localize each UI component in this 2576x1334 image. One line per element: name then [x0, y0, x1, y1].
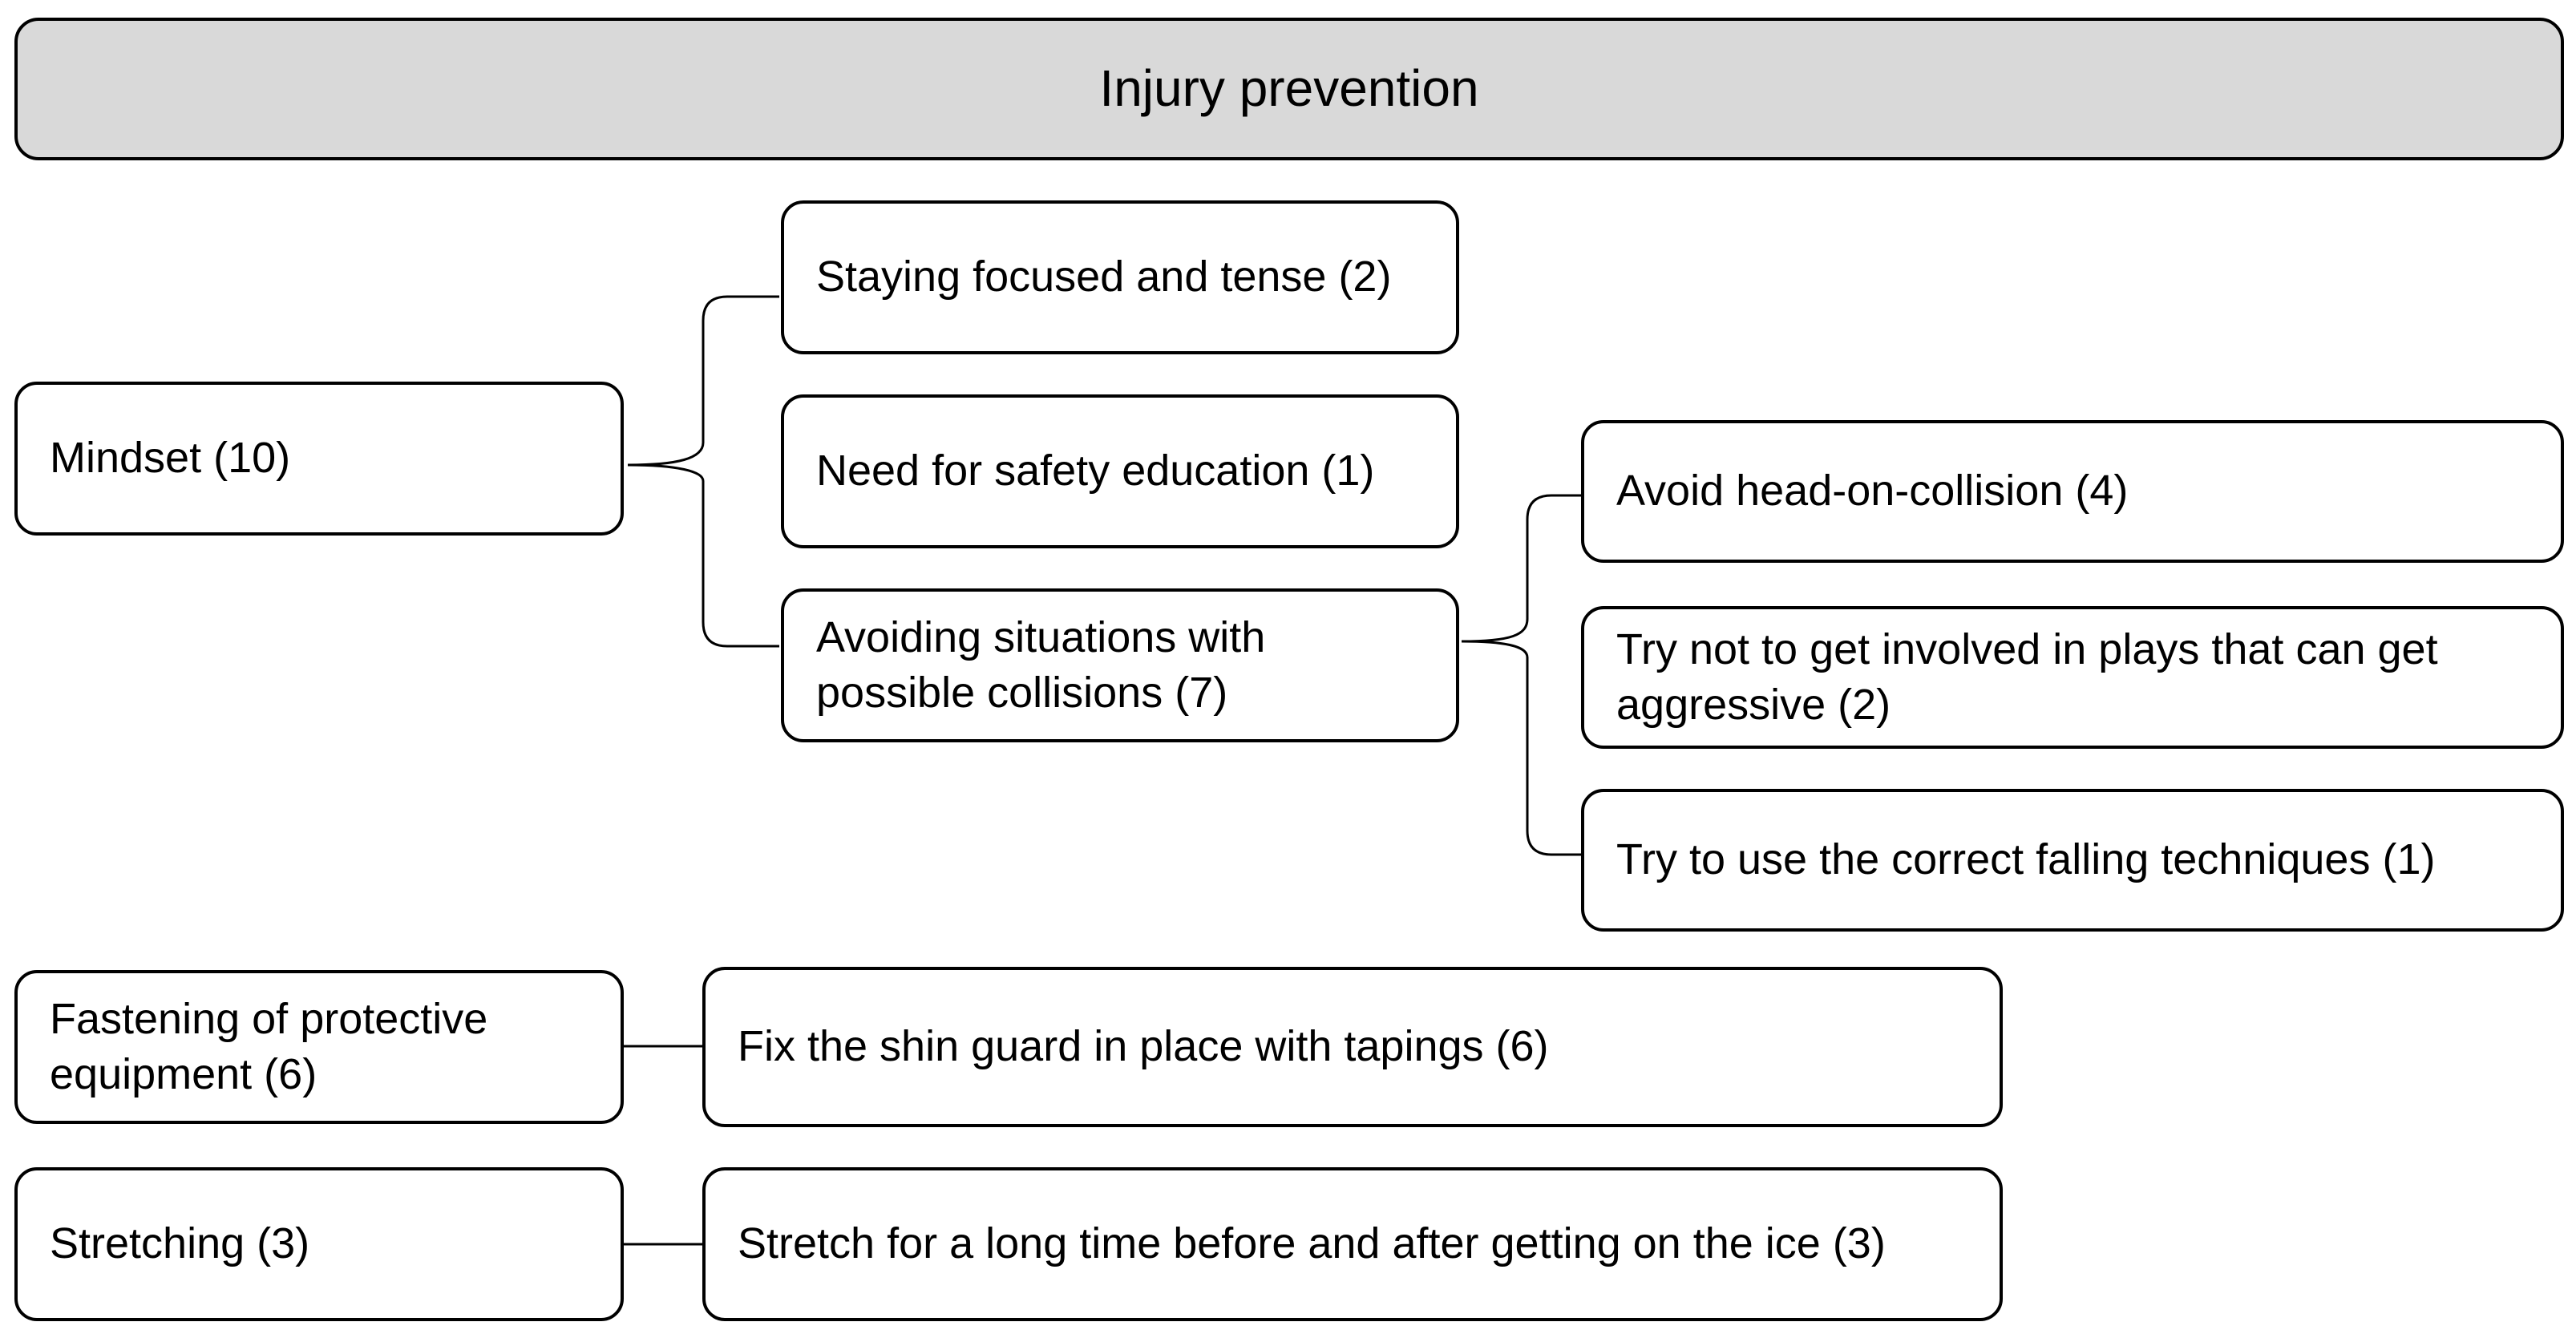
- item-aggressive-plays: Try not to get involved in plays that ca…: [1581, 606, 2564, 749]
- item-shin-guard: Fix the shin guard in place with tapings…: [702, 967, 2003, 1127]
- item-head-on-collision-label: Avoid head-on-collision (4): [1616, 467, 2129, 515]
- subcategory-safety-education: Need for safety education (1): [781, 394, 1459, 548]
- diagram-title: Injury prevention: [14, 18, 2564, 160]
- subcategory-staying-focused-label: Staying focused and tense (2): [816, 253, 1392, 301]
- diagram-title-text: Injury prevention: [1099, 59, 1479, 118]
- connector-mindset-bracket: [627, 295, 779, 467]
- item-aggressive-plays-label: Try not to get involved in plays that ca…: [1616, 625, 2438, 729]
- connector-mindset-lower: [702, 481, 779, 648]
- category-mindset-label: Mindset (10): [50, 434, 291, 483]
- connector-mindset-middle: [627, 463, 705, 482]
- item-stretch-long-time-label: Stretch for a long time before and after…: [738, 1219, 1886, 1268]
- item-falling-techniques: Try to use the correct falling technique…: [1581, 789, 2564, 932]
- category-fastening: Fastening of protective equipment (6): [14, 970, 624, 1124]
- item-stretch-long-time: Stretch for a long time before and after…: [702, 1167, 2003, 1321]
- subcategory-safety-education-label: Need for safety education (1): [816, 447, 1375, 495]
- category-stretching: Stretching (3): [14, 1167, 624, 1321]
- connector-avoiding-middle: [1461, 640, 1529, 658]
- subcategory-staying-focused: Staying focused and tense (2): [781, 200, 1459, 354]
- item-falling-techniques-label: Try to use the correct falling technique…: [1616, 835, 2436, 884]
- category-stretching-label: Stretching (3): [50, 1219, 310, 1268]
- connector-avoiding-bracket: [1461, 494, 1581, 643]
- subcategory-avoiding-collisions-label: Avoiding situations with possible collis…: [816, 612, 1266, 717]
- item-shin-guard-label: Fix the shin guard in place with tapings…: [738, 1022, 1549, 1071]
- category-fastening-label: Fastening of protective equipment (6): [50, 994, 488, 1098]
- item-head-on-collision: Avoid head-on-collision (4): [1581, 420, 2564, 563]
- subcategory-avoiding-collisions: Avoiding situations with possible collis…: [781, 588, 1459, 742]
- category-mindset: Mindset (10): [14, 382, 624, 536]
- connector-avoiding-lower: [1526, 657, 1581, 856]
